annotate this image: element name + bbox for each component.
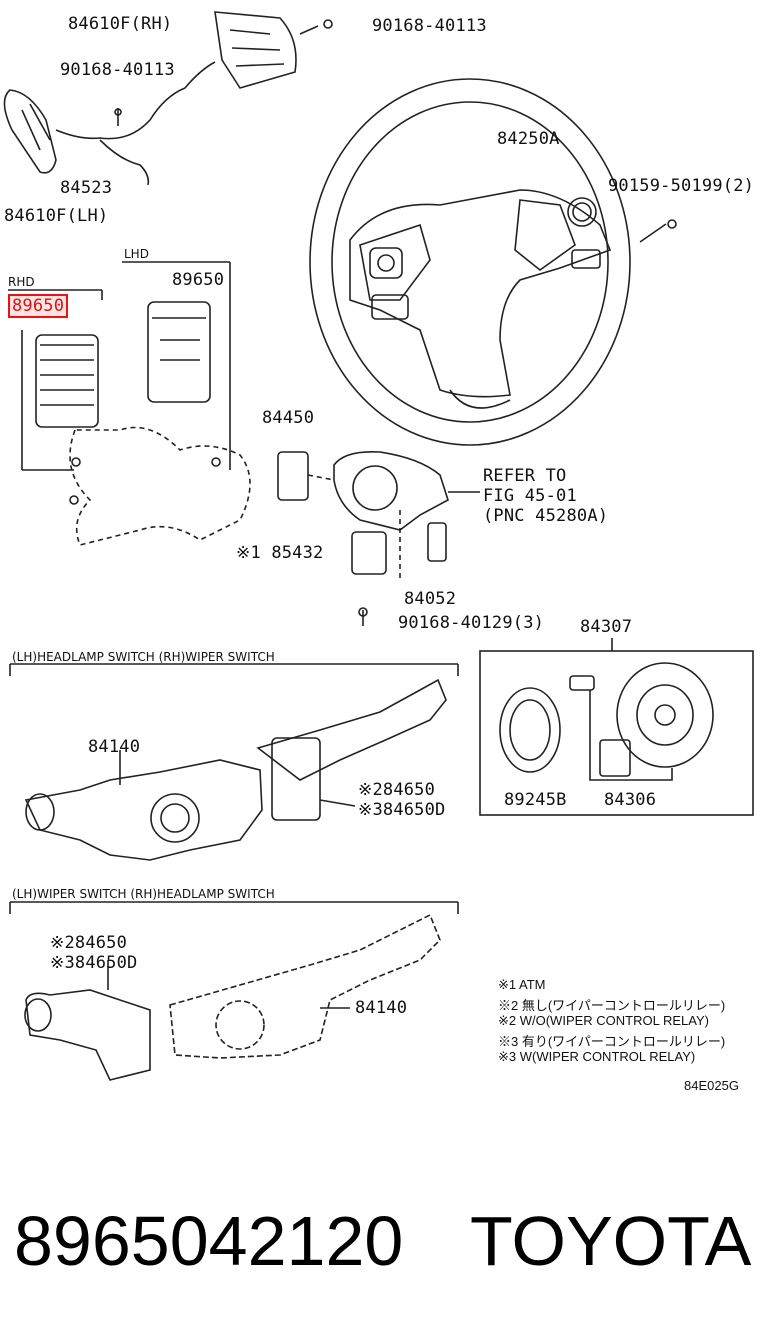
combination-switch-drawing-2 (24, 913, 441, 1081)
part-label-84052: 84052 (404, 589, 457, 609)
part-label-84610f-lh: 84610F(LH) (4, 206, 109, 226)
part-label-84650-b: ※284650 (50, 933, 128, 953)
rhd-label: RHD (8, 275, 35, 289)
part-label-84450: 84450 (262, 408, 315, 428)
part-label-89650-rhd-highlighted: 89650 (8, 294, 69, 318)
part-label-84650d-a: ※384650D (358, 800, 446, 820)
part-label-84610f-rh: 84610F(RH) (68, 14, 173, 34)
steering-module-drawing (35, 301, 251, 546)
part-label-90159: 90159-50199(2) (608, 176, 755, 196)
section-brackets (9, 663, 459, 914)
clock-spring-box (479, 638, 754, 816)
section-title-1: (LH)HEADLAMP SWITCH (RH)WIPER SWITCH (12, 650, 275, 664)
refer-line-3: (PNC 45280A) (483, 506, 609, 526)
part-label-90168-left: 90168-40113 (60, 60, 175, 80)
part-label-84523: 84523 (60, 178, 113, 198)
section-title-2: (LH)WIPER SWITCH (RH)HEADLAMP SWITCH (12, 887, 275, 901)
part-label-84307: 84307 (580, 617, 633, 637)
switch-base-drawing (277, 450, 480, 626)
part-label-90168-top: 90168-40113 (372, 16, 487, 36)
refer-line-1: REFER TO (483, 466, 567, 486)
combination-switch-drawing-1 (24, 678, 447, 861)
part-label-89245b: 89245B (504, 790, 567, 810)
footnote-1: ※1 ATM (498, 977, 546, 992)
part-label-89650-lhd: 89650 (172, 270, 225, 290)
footnote-4: ※3 有り(ワイパーコントロールリレー) (498, 1034, 726, 1049)
part-label-84306: 84306 (604, 790, 657, 810)
part-label-84650-a: ※284650 (358, 780, 436, 800)
diagram-code: 84E025G (684, 1078, 739, 1093)
brand-title: TOYOTA (470, 1202, 752, 1280)
footnote-5: ※3 W(WIPER CONTROL RELAY) (498, 1049, 696, 1064)
paddle-shifter-drawing (3, 11, 333, 186)
part-label-84140-a: 84140 (88, 737, 141, 757)
part-number-title: 8965042120 (14, 1202, 404, 1280)
part-label-85432: ※1 85432 (236, 543, 324, 563)
part-label-84140-b: 84140 (355, 998, 408, 1018)
part-label-84650d-b: ※384650D (50, 953, 138, 973)
steering-wheel-drawing (309, 78, 677, 446)
footnote-2: ※2 無し(ワイパーコントロールリレー) (498, 998, 726, 1013)
refer-line-2: FIG 45-01 (483, 486, 577, 506)
lhd-label: LHD (124, 247, 149, 261)
footnote-3: ※2 W/O(WIPER CONTROL RELAY) (498, 1013, 709, 1028)
part-label-90168-bottom: 90168-40129(3) (398, 613, 545, 633)
part-label-84250a: 84250A (497, 129, 560, 149)
module-bracket-lines (8, 261, 231, 471)
